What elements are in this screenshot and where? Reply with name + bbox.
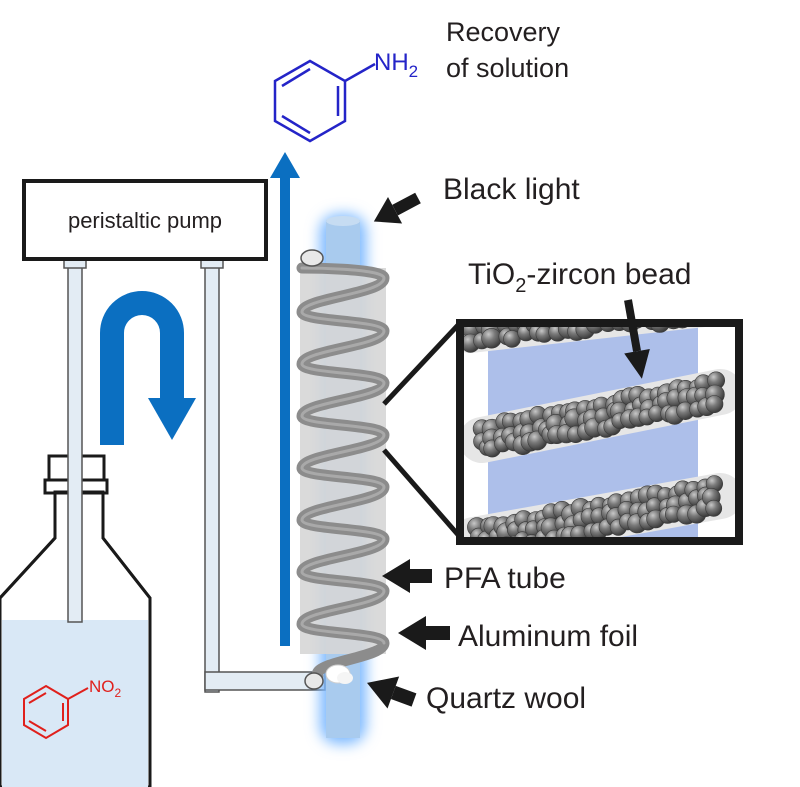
zircon-bead (590, 298, 607, 315)
peristaltic-pump (22, 179, 268, 261)
zircon-bead (545, 302, 564, 321)
zircon-bead (667, 327, 680, 330)
zircon-bead (565, 297, 583, 315)
zircon-bead (651, 302, 670, 321)
zircon-bead (602, 297, 619, 314)
zircon-bead (722, 280, 740, 298)
zircon-bead (702, 296, 719, 313)
bead-pointer-arrow (624, 299, 650, 379)
recovery-label-line2: of solution (446, 53, 569, 83)
zircon-bead (724, 290, 740, 306)
zircon-bead (599, 327, 617, 332)
zircon-bead (705, 499, 723, 517)
feed-bottle (0, 454, 152, 787)
zircon-bead (713, 295, 731, 313)
zircon-bead (481, 328, 502, 349)
tubing (63, 257, 326, 693)
flow-u-arrow (100, 291, 196, 445)
zircon-bead (648, 291, 667, 310)
recovery-arrow (270, 152, 300, 646)
aluminum-foil-arrow (398, 616, 450, 650)
solution-liquid (2, 620, 148, 787)
zircon-bead (672, 299, 690, 317)
zircon-bead (536, 301, 555, 320)
pfa-tube-arrow (382, 559, 432, 593)
zircon-bead (711, 302, 729, 320)
zircon-bead (525, 534, 539, 537)
zircon-bead (694, 295, 710, 311)
zircon-bead (578, 294, 597, 313)
nitrobenzene-structure (23, 684, 89, 740)
zoom-line-bottom (382, 448, 462, 539)
nitro-group-label: NO2 (89, 677, 122, 700)
zoom-line-top (382, 321, 462, 406)
zircon-bead (663, 301, 681, 319)
zircon-bead (503, 536, 510, 537)
pump-label: peristaltic pump (68, 208, 222, 233)
zircon-bead (650, 327, 669, 333)
aluminum-foil-label: Aluminum foil (458, 620, 638, 653)
reactor-column (296, 214, 390, 744)
zircon-bead (632, 292, 649, 309)
zircon-bead (680, 296, 698, 314)
zircon-bead (586, 327, 605, 334)
pfa-tube-label: PFA tube (444, 562, 566, 595)
zircon-bead (527, 301, 543, 317)
amino-group-label: NH2 (374, 49, 418, 81)
zircon-bead (716, 280, 733, 297)
zircon-bead (694, 283, 711, 300)
quartz-wool-arrow (367, 676, 417, 709)
zircon-bead (507, 305, 524, 322)
zircon-bead (607, 292, 626, 311)
zircon-bead (725, 302, 743, 320)
zircon-bead (519, 304, 536, 321)
bead-inset (456, 280, 743, 545)
zircon-bead (640, 300, 658, 318)
coil-bottom-end (304, 672, 324, 690)
aniline-structure (273, 59, 376, 143)
zircon-bead (702, 281, 721, 300)
black-light-label: Black light (443, 173, 580, 206)
zircon-bead (677, 327, 688, 329)
recovery-label-line1: Recovery (446, 17, 561, 47)
black-light-arrow (373, 192, 421, 224)
coil-top-end (300, 249, 324, 267)
quartz-wool-label: Quartz wool (426, 682, 586, 715)
bead-label: TiO2-zircon bead (468, 258, 691, 297)
zircon-bead (555, 299, 572, 316)
zircon-bead (608, 304, 624, 320)
zircon-bead (600, 303, 617, 320)
zircon-bead (705, 395, 724, 414)
